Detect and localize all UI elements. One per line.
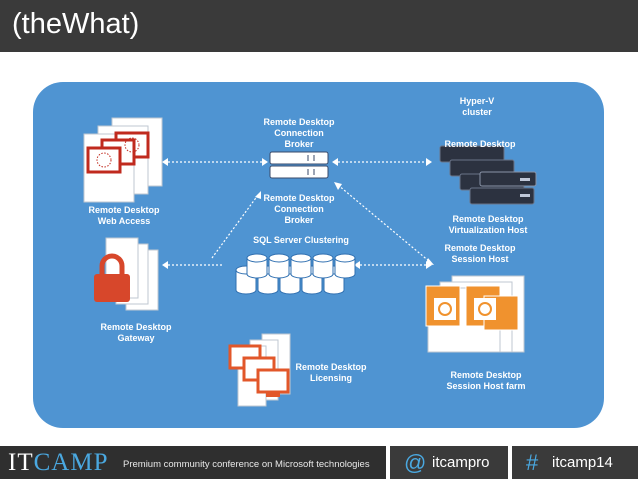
connection-lines (168, 161, 431, 266)
arrowhead (162, 158, 168, 166)
page-title: (theWhat) (12, 8, 140, 40)
logo-it: IT (8, 449, 34, 476)
session-host-farm-label: Remote Desktop Session Host farm (446, 370, 526, 391)
sql-cluster-label: SQL Server Clustering (253, 235, 349, 245)
web-access-icon (83, 117, 163, 203)
arrowhead (262, 158, 268, 166)
licensing-icon (228, 333, 291, 407)
hashtag-box[interactable] (508, 446, 638, 479)
arrowhead (426, 158, 432, 166)
sql-cluster-icon (235, 253, 356, 295)
twitter-handle[interactable]: itcampro (432, 454, 490, 471)
broker-top-label: Remote Desktop Connection Broker (263, 117, 335, 149)
gateway-label: Remote Desktop Gateway (100, 322, 172, 343)
twitter-box[interactable] (386, 446, 508, 479)
footer-tagline: Premium community conference on Microsof… (123, 459, 370, 470)
licensing-label: Remote Desktop Licensing (295, 362, 367, 383)
arrow-diag-right (337, 184, 431, 263)
hashtag-icon: # (526, 450, 539, 475)
at-icon: @ (404, 450, 427, 475)
virtualization-host-label: Remote Desktop Virtualization Host (448, 214, 528, 235)
virtualization-host-icon (439, 145, 537, 205)
arrowhead (354, 261, 360, 269)
logo-camp: CAMP (33, 449, 109, 476)
gateway-icon (94, 237, 159, 311)
arrowhead (426, 258, 434, 265)
session-host-icon (425, 275, 525, 353)
arrowhead (162, 261, 168, 269)
broker-mid-label: Remote Desktop Connection Broker (263, 193, 335, 225)
web-access-label: Remote Desktop Web Access (88, 205, 160, 226)
hashtag-text[interactable]: itcamp14 (552, 454, 613, 471)
arrow-diag-left (211, 194, 259, 259)
arrow-heads (162, 158, 434, 269)
hyperv-cluster-label: Hyper-V cluster (459, 96, 495, 117)
virtualization-host-top-label: Remote Desktop (444, 139, 516, 149)
arrowhead (255, 191, 261, 199)
itcamp-logo: ITCAMP (8, 449, 108, 477)
title-bar: (theWhat) (0, 0, 638, 52)
session-host-top-label: Remote Desktop Session Host (444, 243, 516, 264)
broker-top-icon (269, 151, 329, 179)
lock-icon (99, 253, 125, 276)
arrowhead (334, 182, 342, 190)
arrowhead (332, 158, 338, 166)
